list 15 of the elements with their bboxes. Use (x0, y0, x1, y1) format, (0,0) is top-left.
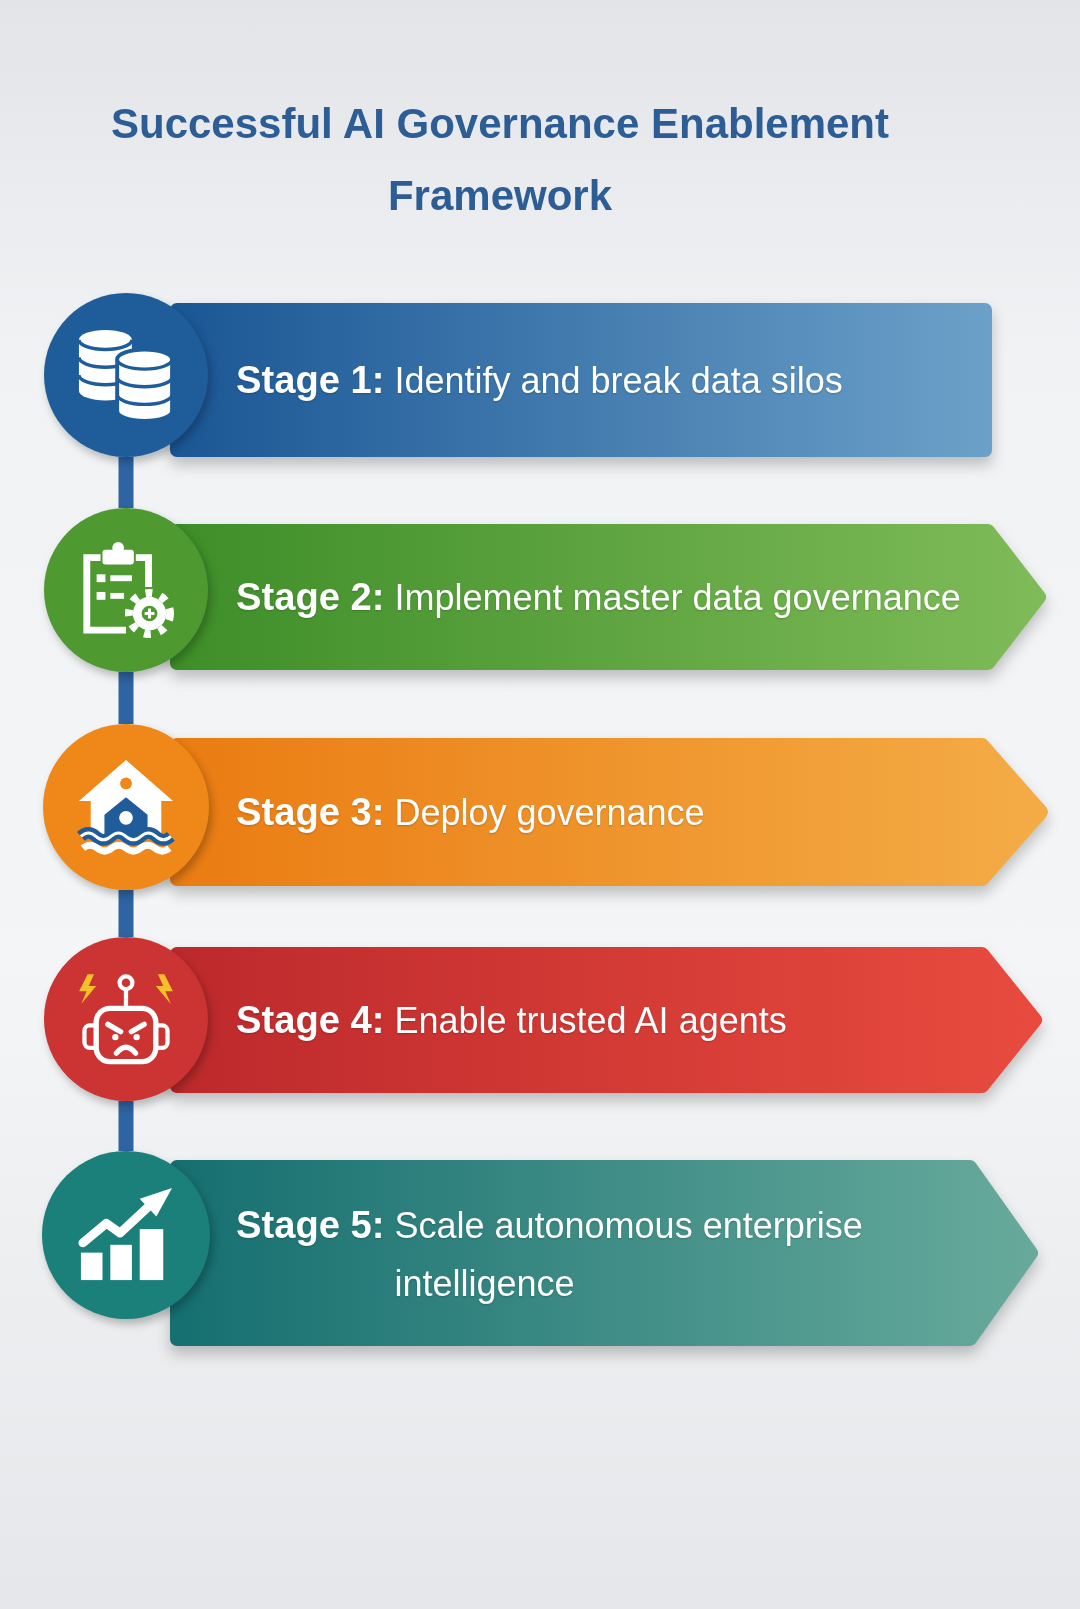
stage-banner (170, 303, 992, 457)
connector-line (118, 890, 134, 937)
stage-text: Stage 4: Enable trusted AI agents (236, 997, 787, 1044)
diagram-title: Successful AI Governance Enablement Framework (109, 99, 890, 221)
connector-line (118, 672, 134, 724)
stage-text: Stage 3: Deploy governance (236, 789, 705, 836)
connector-line (118, 1101, 134, 1151)
stage-text: Stage 2: Implement master data governance (236, 574, 961, 621)
stage-text: Stage 1: Identify and break data silos (236, 357, 843, 404)
stage-banner (170, 1160, 1038, 1346)
stage-banner (170, 524, 1046, 670)
stage-text: Stage 5: Scale autonomous enterprise intelligence (236, 1201, 864, 1306)
stage-banner (170, 947, 1042, 1093)
stage-banner (170, 738, 1048, 886)
connector-line (118, 457, 134, 508)
